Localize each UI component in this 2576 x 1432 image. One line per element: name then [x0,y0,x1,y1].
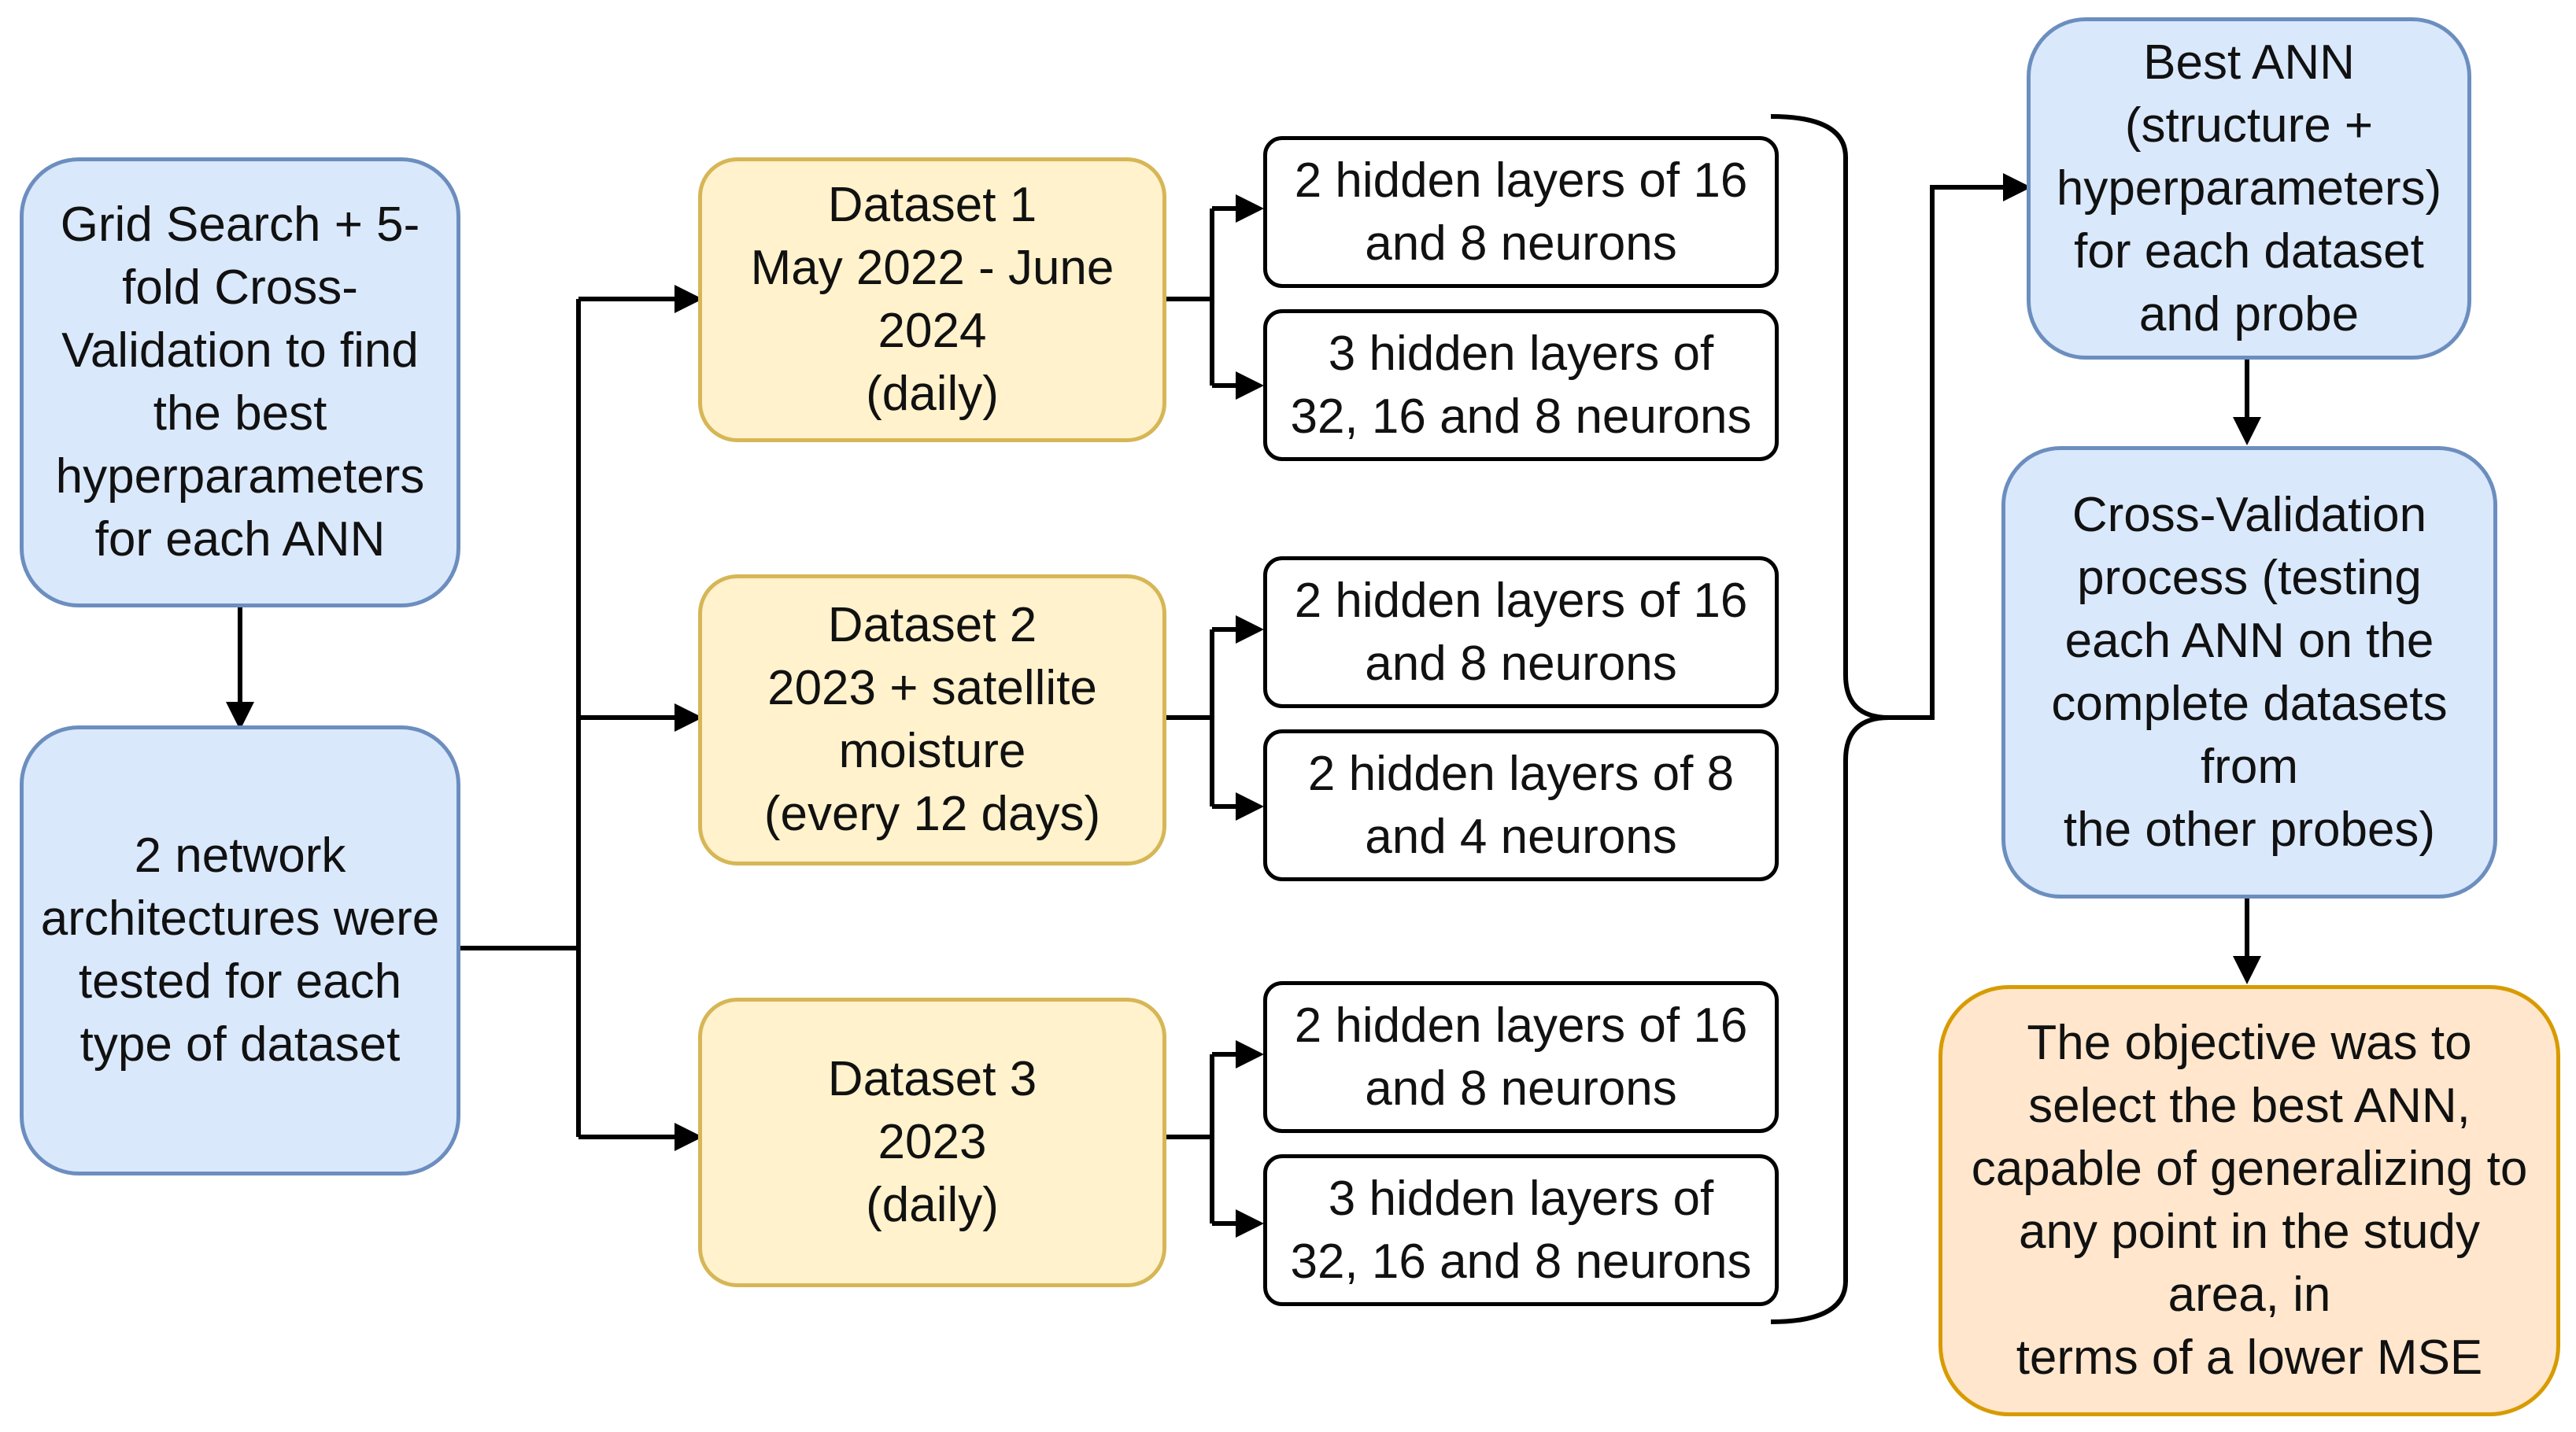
grid-search-box: Grid Search + 5- fold Cross- Validation … [20,157,460,607]
dataset-1-architecture-b-text: 3 hidden layers of 32, 16 and 8 neurons [1290,326,1752,444]
dataset-2-text: Dataset 2 2023 + satellite moisture (eve… [763,598,1101,841]
dataset-3-architecture-b-text: 3 hidden layers of 32, 16 and 8 neurons [1290,1171,1752,1289]
dataset-3-architecture-b: 3 hidden layers of 32, 16 and 8 neurons [1263,1154,1779,1306]
curly-brace [1770,114,1890,1324]
dataset-3-architecture-a-text: 2 hidden layers of 16 and 8 neurons [1294,998,1748,1116]
cross-validation-text: Cross-Validation process (testing each A… [2051,487,2448,857]
dataset-3-architecture-a: 2 hidden layers of 16 and 8 neurons [1263,981,1779,1133]
objective-box: The objective was to select the best ANN… [1938,985,2560,1416]
dataset-3-text: Dataset 3 2023 (daily) [827,1052,1037,1232]
dataset-3-box: Dataset 3 2023 (daily) [698,998,1166,1287]
architectures-box: 2 network architectures were tested for … [20,725,460,1175]
grid-search-text: Grid Search + 5- fold Cross- Validation … [55,197,425,567]
line-dataset2-split [1166,629,1214,806]
dataset-1-architecture-a: 2 hidden layers of 16 and 8 neurons [1263,136,1779,288]
dataset-2-architecture-b: 2 hidden layers of 8 and 4 neurons [1263,729,1779,881]
objective-text: The objective was to select the best ANN… [1971,1016,2528,1385]
line-dataset3-split [1166,1054,1214,1223]
cross-validation-box: Cross-Validation process (testing each A… [2001,446,2497,899]
dataset-2-box: Dataset 2 2023 + satellite moisture (eve… [698,574,1166,865]
dataset-2-architecture-a-text: 2 hidden layers of 16 and 8 neurons [1294,573,1748,691]
dataset-1-text: Dataset 1 May 2022 - June 2024 (daily) [750,178,1114,421]
best-ann-box: Best ANN (structure + hyperparameters) f… [2027,17,2471,360]
dataset-2-architecture-a: 2 hidden layers of 16 and 8 neurons [1263,556,1779,708]
dataset-1-architecture-b: 3 hidden layers of 32, 16 and 8 neurons [1263,309,1779,461]
architectures-text: 2 network architectures were tested for … [40,829,440,1072]
best-ann-text: Best ANN (structure + hyperparameters) f… [2056,35,2442,341]
dataset-1-box: Dataset 1 May 2022 - June 2024 (daily) [698,157,1166,442]
line-dataset1-split [1166,209,1214,386]
line-architectures-trunk [460,299,581,1137]
dataset-2-architecture-b-text: 2 hidden layers of 8 and 4 neurons [1307,746,1735,864]
dataset-1-architecture-a-text: 2 hidden layers of 16 and 8 neurons [1294,153,1748,271]
